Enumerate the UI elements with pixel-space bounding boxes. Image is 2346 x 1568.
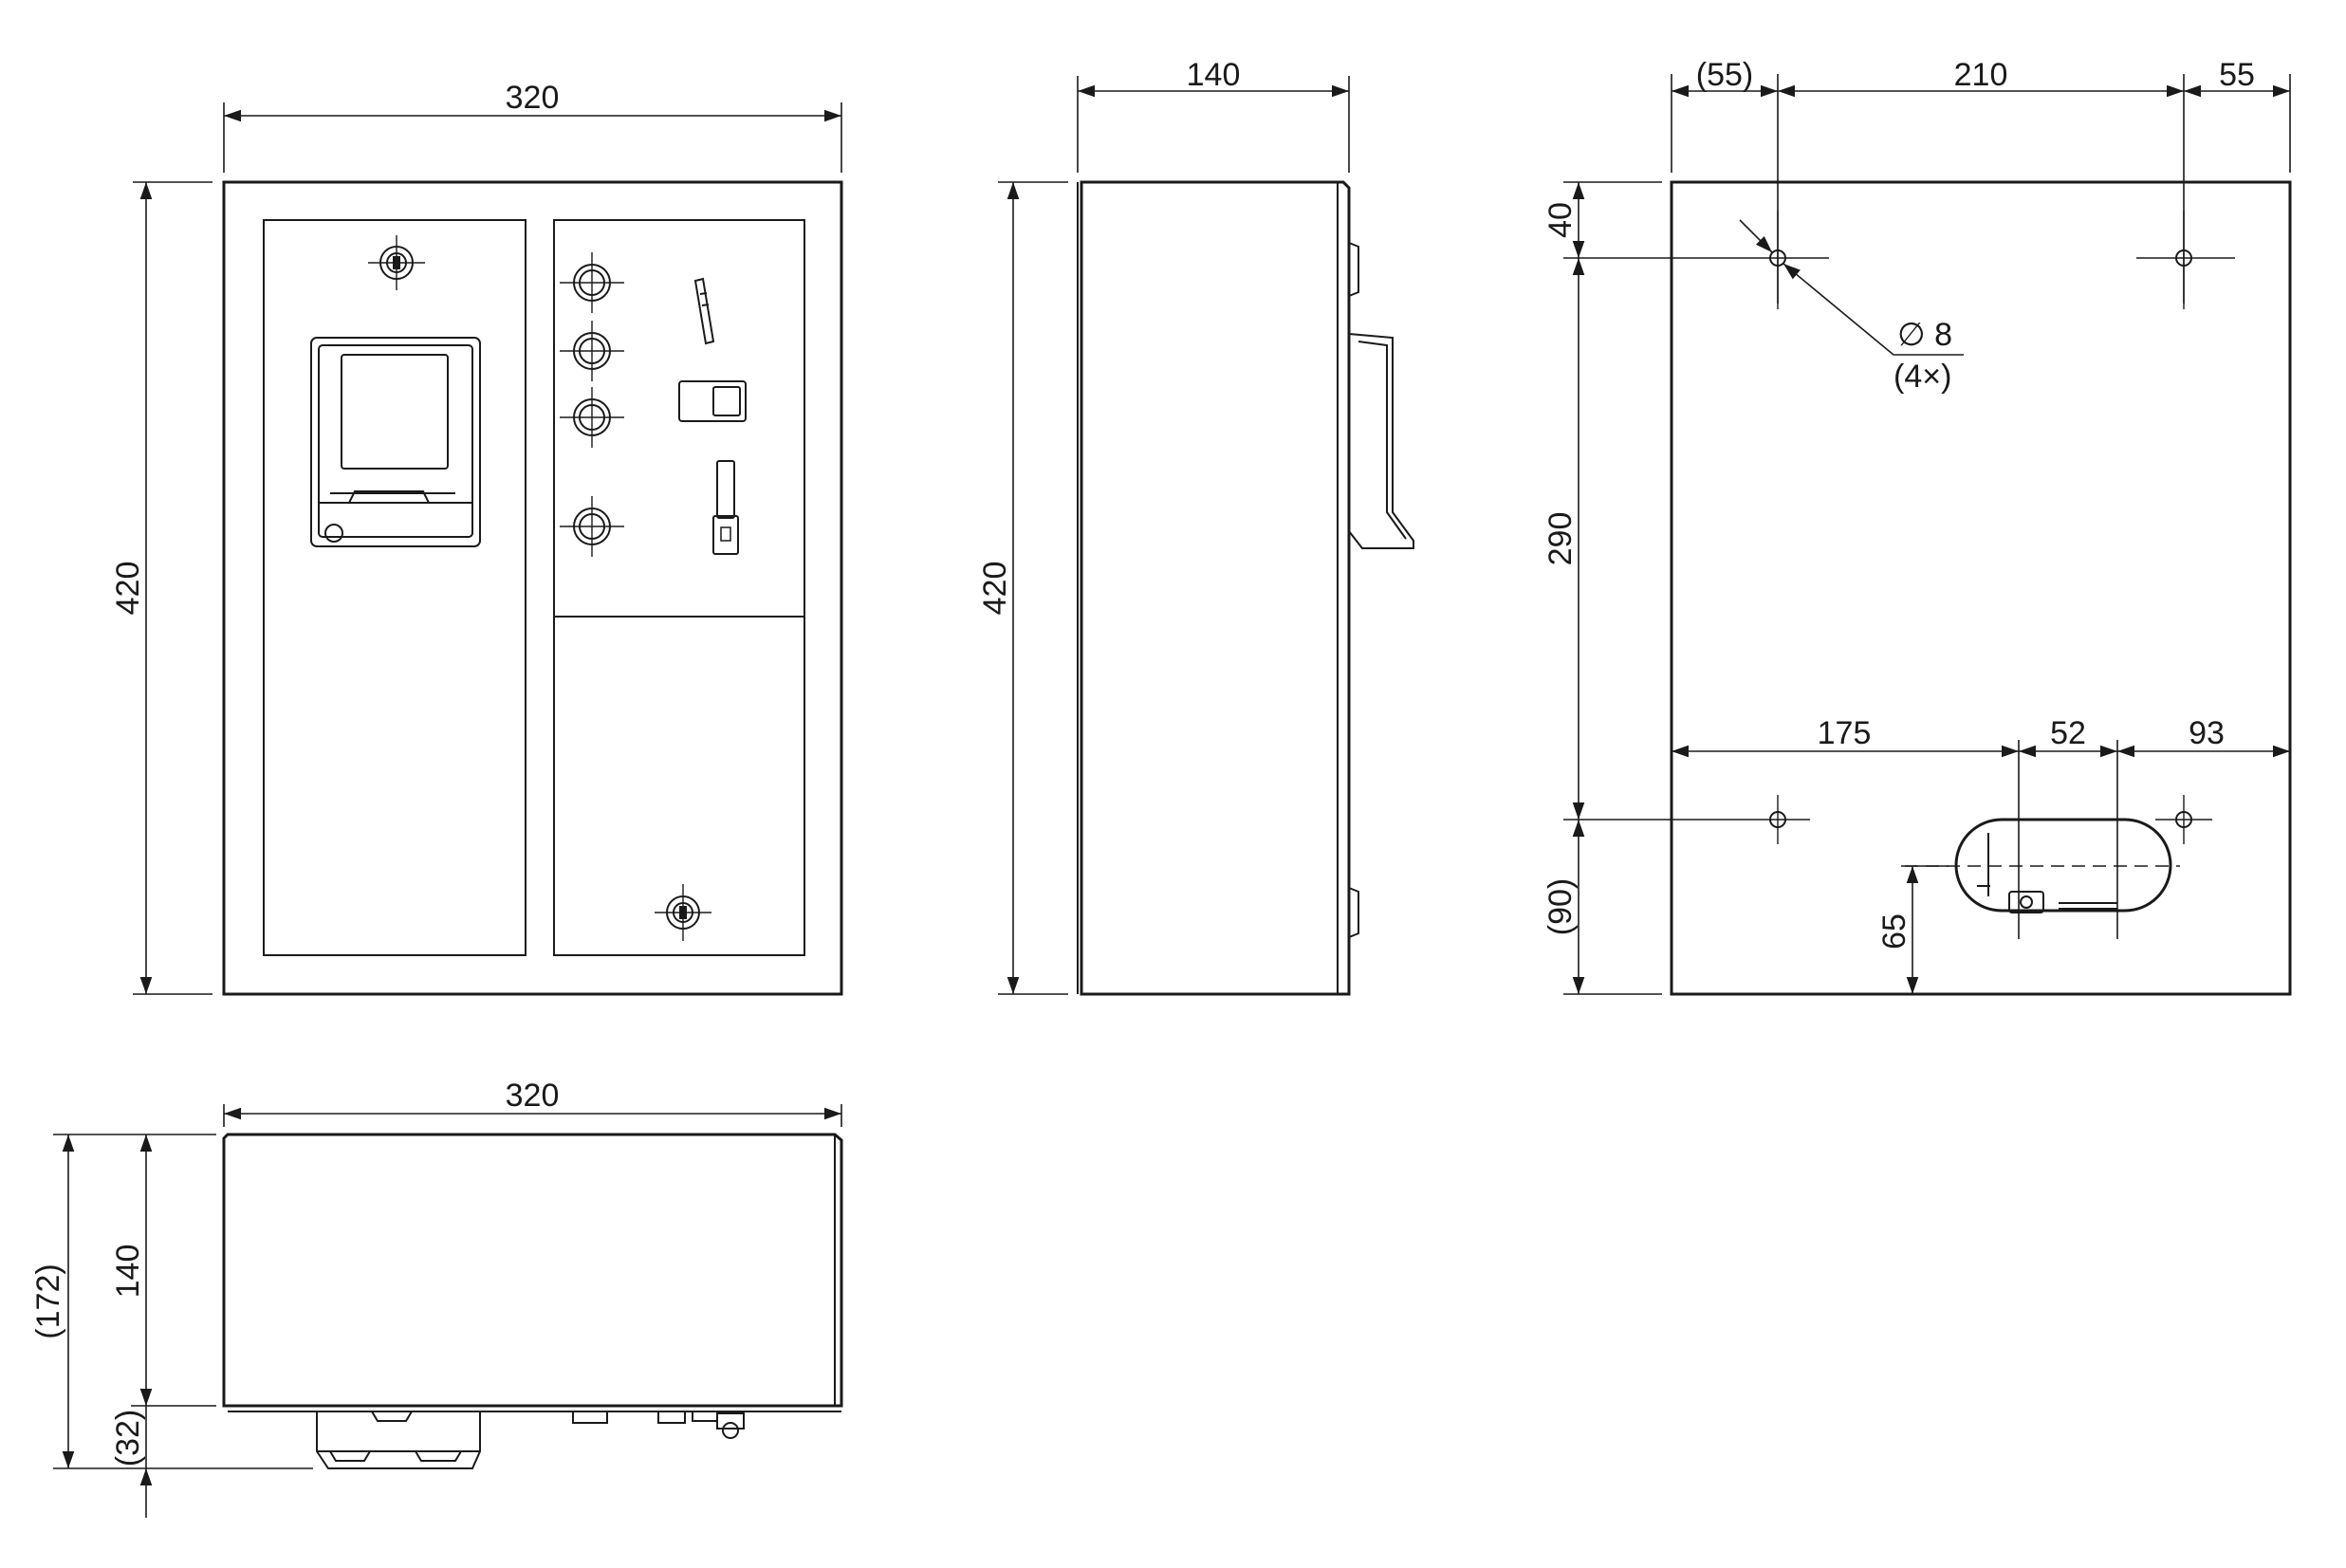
- bottom-total-depth-dimension: (172): [30, 1264, 66, 1338]
- front-view: 320 420: [110, 80, 843, 996]
- meter-base-protrusion: [316, 1411, 481, 1469]
- mounting-hole-icon: [1732, 211, 1829, 309]
- rear-hole-spacing-dimension: 210: [1954, 57, 2008, 93]
- hinge-icon: [1348, 887, 1359, 938]
- rear-top-offset-dimension: 40: [1542, 202, 1579, 238]
- meter-window-icon: [310, 337, 481, 547]
- hole-diameter-label: ∅ 8: [1897, 317, 1952, 353]
- rear-right-offset-dimension: 55: [2219, 57, 2255, 93]
- front-left-door-panel: [263, 219, 526, 956]
- front-width-dimension: 320: [506, 80, 560, 116]
- connector-icon: [657, 1411, 686, 1424]
- connector-icon: [572, 1411, 608, 1424]
- bottom-depth-dimension: 140: [110, 1245, 146, 1299]
- side-enclosure-outline: [1080, 180, 1351, 996]
- mounting-hole-icon: [2155, 795, 2212, 844]
- front-height-dimension: 420: [110, 562, 146, 616]
- indicator-light-icon: [560, 252, 624, 313]
- push-button-icon: [560, 496, 624, 557]
- door-lock-icon: [655, 884, 711, 941]
- side-height-dimension: 420: [977, 562, 1013, 616]
- side-view: 140 420: [977, 57, 1414, 996]
- hinge-icon: [1348, 242, 1359, 297]
- rear-left-offset-dimension: (55): [1696, 57, 1753, 93]
- cutout-right-dimension: 93: [2189, 715, 2225, 751]
- rear-bottom-offset-dimension: (90): [1542, 878, 1579, 935]
- rocker-switch-icon: [678, 380, 747, 422]
- indicator-light-icon: [560, 321, 624, 381]
- main-breaker-handle-icon: [712, 460, 739, 555]
- side-depth-dimension: 140: [1187, 57, 1241, 93]
- bottom-view: 320 (172) 140 (32): [30, 1078, 843, 1518]
- bottom-enclosure-outline: [222, 1133, 843, 1408]
- front-right-lower-panel: [553, 616, 805, 956]
- rear-enclosure-outline: [1670, 180, 2292, 996]
- cutout-left-dimension: 175: [1818, 715, 1872, 751]
- bottom-width-dimension: 320: [506, 1078, 560, 1114]
- cable-gland-icon: [692, 1411, 745, 1439]
- mounting-hole-icon: [1746, 795, 1810, 844]
- meter-protrusion-outline: [1348, 333, 1414, 549]
- cutout-width-dimension: 52: [2050, 715, 2086, 751]
- cutout-height-dimension: 65: [1876, 913, 1912, 950]
- breaker-lever-icon: [693, 277, 715, 345]
- cable-entry-cutout: [1905, 818, 2180, 913]
- rear-hole-vertical-dimension: 290: [1542, 512, 1579, 566]
- bottom-protrusion-dimension: (32): [110, 1410, 146, 1467]
- indicator-light-icon: [560, 387, 624, 448]
- door-lock-icon: [368, 235, 425, 290]
- rear-view: (55) 210 55 40 290 (90) ∅ 8 (4×) 175 52 …: [1542, 57, 2292, 996]
- mounting-hole-icon: [2136, 211, 2235, 309]
- front-enclosure-outline: [222, 180, 843, 996]
- hole-count-label: (4×): [1893, 359, 1951, 395]
